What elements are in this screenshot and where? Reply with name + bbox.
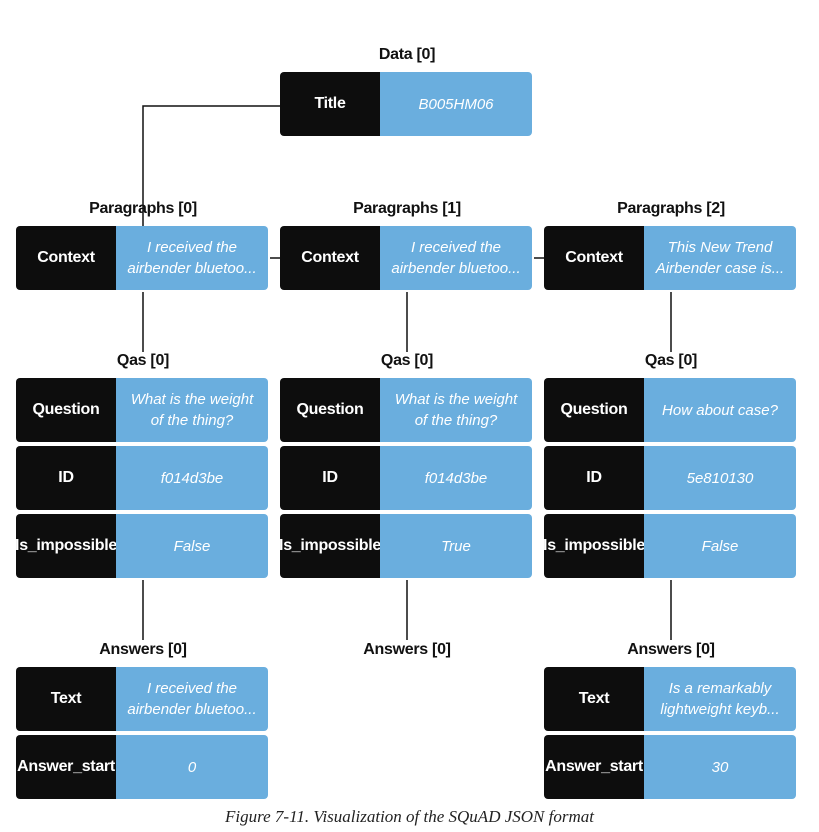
question-value: What is the weight of the thing? [116, 378, 268, 442]
title-value: B005HM06 [380, 72, 532, 136]
paragraph-0-qas-node: Question What is the weight of the thing… [15, 378, 268, 578]
answer-start-key: Answer_start [544, 735, 644, 799]
figure-caption: Figure 7-11. Visualization of the SQuAD … [225, 807, 594, 826]
text-value: Is a remarkably lightweight keyb... [644, 667, 796, 731]
is-impossible-value: True [380, 514, 532, 578]
context-key: Context [280, 226, 380, 290]
paragraph-0-answers-label: Answers [0] [99, 641, 187, 658]
paragraph-2-answers-label: Answers [0] [627, 641, 715, 658]
paragraph-2-context-node: Context This New Trend Airbender case is… [544, 226, 796, 290]
id-value: f014d3be [380, 446, 532, 510]
context-value: This New Trend Airbender case is... [644, 226, 796, 290]
paragraph-1-label: Paragraphs [1] [353, 200, 461, 217]
id-key: ID [544, 446, 644, 510]
paragraph-1-context-node: Context I received the airbender bluetoo… [280, 226, 532, 290]
title-key: Title [280, 72, 380, 136]
id-key: ID [280, 446, 380, 510]
paragraph-0-answers-node: Text I received the airbender bluetoo...… [16, 667, 268, 799]
id-key: ID [16, 446, 116, 510]
answer-start-value: 30 [644, 735, 796, 799]
paragraph-2-answers-node: Text Is a remarkably lightweight keyb...… [544, 667, 796, 799]
answer-start-value: 0 [116, 735, 268, 799]
paragraph-0-context-node: Context I received the airbender bluetoo… [16, 226, 268, 290]
context-value: I received the airbender bluetoo... [380, 226, 532, 290]
paragraph-2-qas-label: Qas [0] [644, 352, 698, 369]
paragraph-0-qas-label: Qas [0] [116, 352, 170, 369]
id-value: f014d3be [116, 446, 268, 510]
question-value: How about case? [644, 378, 796, 442]
context-key: Context [544, 226, 644, 290]
text-key: Text [16, 667, 116, 731]
is-impossible-key: Is_impossible [279, 514, 381, 578]
id-value: 5e810130 [644, 446, 796, 510]
title-node: Title B005HM06 [280, 72, 532, 136]
question-key: Question [544, 378, 644, 442]
paragraph-0-label: Paragraphs [0] [89, 200, 197, 217]
question-value: What is the weight of the thing? [380, 378, 532, 442]
data-root-label: Data [0] [378, 46, 436, 63]
connector-root-paragraphs [142, 105, 280, 226]
is-impossible-key: Is_impossible [15, 514, 117, 578]
answer-start-key: Answer_start [16, 735, 116, 799]
question-key: Question [280, 378, 380, 442]
text-key: Text [544, 667, 644, 731]
is-impossible-key: Is_impossible [543, 514, 645, 578]
paragraph-1-qas-label: Qas [0] [380, 352, 434, 369]
text-value: I received the airbender bluetoo... [116, 667, 268, 731]
paragraph-1-qas-node: Question What is the weight of the thing… [279, 378, 532, 578]
paragraph-2-qas-node: Question How about case? ID 5e810130 Is_… [543, 378, 796, 578]
is-impossible-value: False [116, 514, 268, 578]
paragraph-2-label: Paragraphs [2] [617, 200, 725, 217]
is-impossible-value: False [644, 514, 796, 578]
paragraph-1-answers-label: Answers [0] [363, 641, 451, 658]
context-value: I received the airbender bluetoo... [116, 226, 268, 290]
context-key: Context [16, 226, 116, 290]
question-key: Question [16, 378, 116, 442]
